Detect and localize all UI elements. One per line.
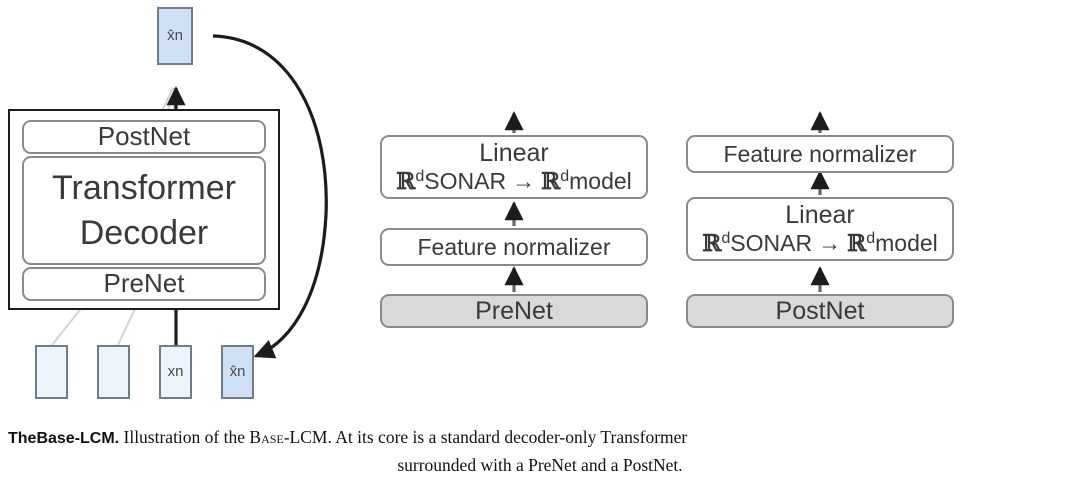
- decoder-label-line2: Decoder: [79, 213, 209, 252]
- input-token-xn-label: xn: [167, 363, 184, 381]
- codomain-subscript: model: [875, 229, 938, 256]
- output-token-xhat: x̂n: [157, 7, 193, 65]
- reals-symbol-codomain: ℝ: [847, 229, 867, 257]
- input-token-xhat-n-label: x̂n: [229, 363, 246, 381]
- prenet-label: PreNet: [103, 268, 185, 299]
- maps-to-arrow: →: [818, 229, 842, 256]
- caption-text-a: Illustration of the: [119, 427, 250, 447]
- postnet-linear-mapping: ℝdSONAR→ℝdmodel: [702, 228, 938, 257]
- caption-text-b: -LCM. At its core is a standard decoder-…: [283, 427, 688, 447]
- caption-line-1: TheBase-LCM. Illustration of the Base-LC…: [0, 424, 1080, 452]
- prenet-base-block[interactable]: PreNet: [380, 294, 648, 328]
- decoder-label-line1: Transformer: [52, 169, 236, 208]
- dim-exponent-codomain: d: [560, 166, 570, 185]
- input-token-xn: xn: [159, 345, 192, 399]
- caption-lead: TheBase-LCM.: [8, 430, 120, 447]
- figure-diagram: x̂n PostNet Transformer Decoder PreNet x…: [8, 7, 954, 399]
- postnet-feature-normalizer-label: Feature normalizer: [723, 140, 917, 167]
- caption-line-2: surrounded with a PreNet and a PostNet.: [397, 454, 683, 475]
- codomain-subscript: model: [569, 167, 632, 194]
- reals-symbol-domain: ℝ: [396, 167, 416, 195]
- transformer-decoder-block[interactable]: Transformer Decoder: [22, 156, 266, 265]
- output-token-label: x̂n: [167, 27, 183, 45]
- caption-smallcaps-base: Base: [249, 427, 284, 447]
- dim-exponent-domain: d: [415, 166, 425, 185]
- prenet-feature-normalizer-block[interactable]: Feature normalizer: [380, 228, 648, 266]
- prenet-block[interactable]: PreNet: [22, 267, 266, 301]
- postnet-label: PostNet: [97, 121, 191, 152]
- postnet-feature-normalizer-block[interactable]: Feature normalizer: [686, 135, 954, 173]
- dim-exponent-codomain: d: [866, 228, 876, 247]
- maps-to-arrow: →: [512, 167, 536, 194]
- prenet-feature-normalizer-label: Feature normalizer: [417, 233, 611, 260]
- postnet-base-label: PostNet: [775, 296, 865, 325]
- prenet-base-label: PreNet: [475, 296, 553, 325]
- reals-symbol-domain: ℝ: [702, 229, 722, 257]
- prenet-linear-block[interactable]: Linear ℝdSONAR→ℝdmodel: [380, 135, 648, 199]
- domain-subscript: SONAR: [730, 229, 813, 256]
- domain-subscript: SONAR: [424, 167, 507, 194]
- postnet-linear-block[interactable]: Linear ℝdSONAR→ℝdmodel: [686, 197, 954, 261]
- postnet-base-block[interactable]: PostNet: [686, 294, 954, 328]
- postnet-block[interactable]: PostNet: [22, 120, 266, 154]
- input-token-xhat-n: x̂n: [221, 345, 254, 399]
- input-token-2: [97, 345, 130, 399]
- input-token-1: [35, 345, 68, 399]
- figure-caption: TheBase-LCM. Illustration of the Base-LC…: [0, 424, 1080, 479]
- prenet-linear-mapping: ℝdSONAR→ℝdmodel: [396, 166, 632, 195]
- postnet-linear-title: Linear: [785, 201, 855, 230]
- reals-symbol-codomain: ℝ: [541, 167, 561, 195]
- dim-exponent-domain: d: [721, 228, 731, 247]
- prenet-linear-title: Linear: [479, 139, 549, 168]
